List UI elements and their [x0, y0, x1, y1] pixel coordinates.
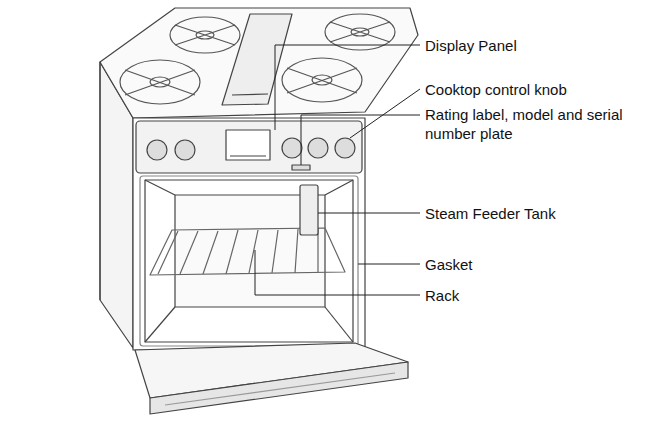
control-knob	[282, 138, 302, 158]
oven-cavity	[145, 307, 175, 342]
part-label: Cooktop control knob	[425, 80, 635, 99]
part-label: Steam Feeder Tank	[425, 204, 635, 223]
range-body	[133, 118, 365, 350]
oven-door	[165, 373, 395, 405]
leader-line	[318, 213, 420, 214]
griddle	[222, 14, 292, 105]
griddle	[232, 94, 268, 95]
control-knob	[308, 138, 328, 158]
range-body	[100, 8, 418, 118]
range-body	[100, 8, 418, 350]
control-panel	[136, 121, 362, 173]
oven-cavity	[325, 180, 353, 195]
steam-feeder-tank	[300, 185, 318, 235]
leader-line	[350, 89, 420, 138]
oven-cavity	[145, 180, 353, 342]
door-gasket	[140, 176, 358, 346]
burner-grate	[282, 58, 362, 102]
part-label: Display Panel	[425, 36, 635, 55]
leader-line	[358, 264, 420, 265]
leader-line	[255, 250, 420, 295]
part-label: Rating label, model and serial number pl…	[425, 105, 630, 143]
control-knob	[147, 138, 355, 160]
part-label: Gasket	[425, 255, 635, 274]
control-knob	[175, 140, 195, 160]
oven-rack	[158, 229, 318, 274]
burner-grate	[330, 22, 390, 42]
burner-grate	[120, 60, 200, 104]
steam-feeder-tank	[300, 185, 318, 235]
control-knob	[335, 138, 355, 158]
control-panel	[230, 155, 266, 156]
oven-cavity	[325, 307, 353, 342]
range-body	[99, 62, 100, 300]
burner-grate	[175, 25, 235, 45]
control-panel	[292, 165, 310, 170]
leader-line	[255, 45, 420, 295]
burner-grate	[125, 70, 195, 95]
door-gasket	[140, 176, 358, 346]
leader-line	[275, 45, 420, 130]
burner-grate	[287, 68, 357, 93]
oven-cavity	[145, 180, 353, 342]
control-panel	[226, 130, 270, 160]
oven-cavity	[145, 180, 175, 195]
oven-door	[135, 343, 408, 414]
oven-door	[150, 362, 408, 414]
control-knob	[147, 140, 167, 160]
control-panel	[136, 121, 362, 173]
burner-grate	[120, 14, 395, 104]
part-label: Rack	[425, 286, 635, 305]
leader-line	[301, 115, 420, 165]
burner-grate	[170, 17, 240, 53]
griddle	[222, 14, 292, 105]
